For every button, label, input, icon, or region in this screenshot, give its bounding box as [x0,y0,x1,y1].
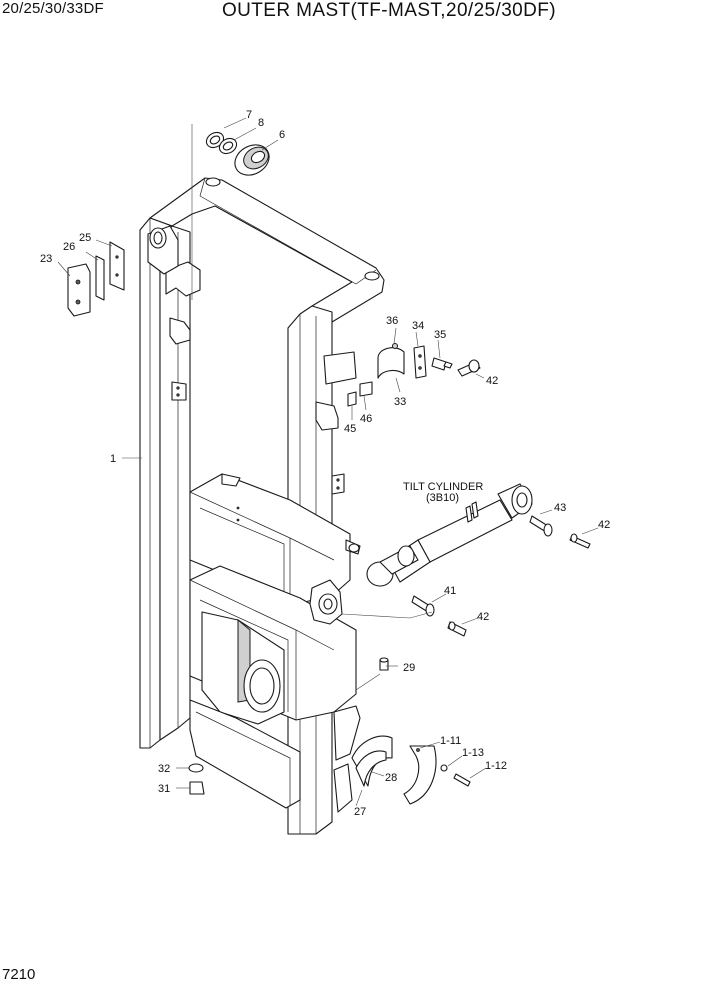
callout-33: 33 [394,396,406,408]
page-number: 7210 [2,966,36,983]
callout-7: 7 [246,109,252,121]
callout-36: 36 [386,315,398,327]
callout-31: 31 [158,783,170,795]
callout-1-11: 1-11 [440,735,461,747]
callout-42-mid: 42 [477,611,489,623]
callout-23: 23 [40,253,52,265]
cylinder-pins [411,515,591,637]
liner-plates [67,241,125,317]
callout-28: 28 [385,772,397,784]
callout-29: 29 [403,662,415,674]
callout-45: 45 [344,423,356,435]
callout-34: 34 [412,320,424,332]
callout-46: 46 [360,413,372,425]
tilt-cylinder [366,483,533,587]
tilt-cylinder-ref: (3B10) [426,492,459,504]
page-title: OUTER MAST(TF-MAST,20/25/30DF) [222,0,556,21]
callout-1-12: 1-12 [485,760,507,772]
callout-41: 41 [444,585,456,597]
callout-25: 25 [79,232,91,244]
hose-clamp-group [347,343,481,407]
outer-mast-frame [139,177,385,835]
callout-1: 1 [110,453,116,465]
callout-42-right: 42 [598,519,610,531]
callout-1-13: 1-13 [462,747,484,759]
callout-6: 6 [279,129,285,141]
callout-26: 26 [63,241,75,253]
callout-43: 43 [554,502,566,514]
callout-27: 27 [354,806,366,818]
tilt-cylinder-name: TILT CYLINDER [403,481,483,493]
callout-42-top: 42 [486,375,498,387]
callout-8: 8 [258,117,264,129]
callout-32: 32 [158,763,170,775]
callout-35: 35 [434,329,446,341]
leader-lines [57,117,599,807]
model-code: 20/25/30/33DF [2,0,104,17]
bearing-washers [205,131,270,176]
